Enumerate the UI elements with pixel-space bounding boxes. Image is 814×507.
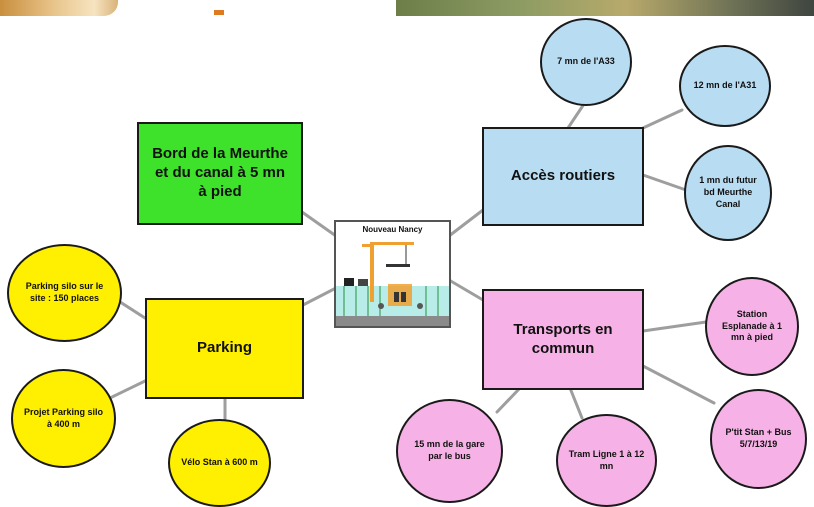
node-parking-silo-site: Parking silo sur le site : 150 places xyxy=(7,244,122,342)
node-projet-parking: Projet Parking silo à 400 m xyxy=(11,369,116,468)
connector-transports-esplanade xyxy=(641,320,708,333)
connector-center-transports xyxy=(447,278,485,302)
construction-illustration xyxy=(336,242,449,326)
connector-acces-a33 xyxy=(566,102,586,130)
node-station-esplanade: Station Esplanade à 1 mn à pied xyxy=(705,277,799,376)
connector-parking-silo xyxy=(115,298,147,320)
connector-transports-gare xyxy=(495,386,522,414)
node-parking: Parking xyxy=(145,298,304,399)
center-title: Nouveau Nancy xyxy=(362,225,423,234)
node-velo-stan: Vélo Stan à 600 m xyxy=(168,419,271,507)
connector-transports-pstan xyxy=(641,364,716,405)
top-right-photo-fragment xyxy=(396,0,814,16)
connector-transports-tram xyxy=(568,386,584,420)
node-futur-bd: 1 mn du futur bd Meurthe Canal xyxy=(684,145,772,241)
connector-parking-projet xyxy=(108,379,147,400)
connector-acces-futurbd xyxy=(641,173,688,192)
nouveau-nancy-image: Nouveau Nancy xyxy=(334,220,451,328)
node-a33: 7 mn de l'A33 xyxy=(540,18,632,106)
top-left-photo-fragment xyxy=(0,0,118,16)
node-a31: 12 mn de l'A31 xyxy=(679,45,771,127)
connector-center-acces xyxy=(447,208,485,238)
top-orange-mark xyxy=(214,10,224,15)
node-acces-routiers: Accès routiers xyxy=(482,127,644,226)
connector-center-bord xyxy=(300,210,338,238)
node-bord-meurthe: Bord de la Meurthe et du canal à 5 mn à … xyxy=(137,122,303,225)
connector-acces-a31 xyxy=(641,108,684,130)
node-pst-stan: P'tit Stan + Bus 5/7/13/19 xyxy=(710,389,807,489)
node-gare-bus: 15 mn de la gare par le bus xyxy=(396,399,503,503)
node-tram: Tram Ligne 1 à 12 mn xyxy=(556,414,657,507)
node-transports: Transports en commun xyxy=(482,289,644,390)
connector-center-parking xyxy=(301,286,338,307)
